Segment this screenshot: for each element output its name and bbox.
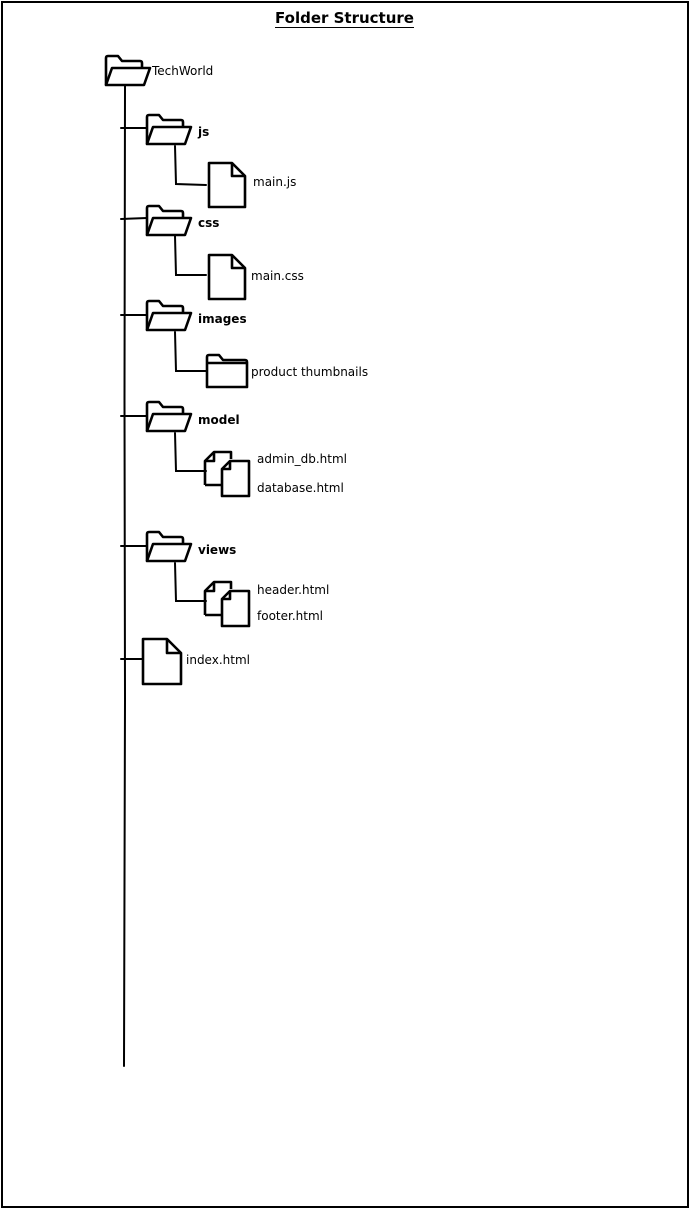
file-label-main-css: main.css [251, 269, 304, 283]
branch-main-js [174, 145, 207, 186]
files-icon [203, 450, 251, 498]
file-icon [207, 161, 247, 209]
folder-open-icon [145, 113, 193, 146]
folder-open-icon [145, 530, 193, 563]
folder-label-model: model [198, 413, 240, 427]
file-icon [141, 637, 183, 686]
branch-model-files [174, 432, 207, 472]
branch-views-files [174, 562, 207, 602]
folder-open-icon [145, 204, 193, 237]
file-label-index: index.html [186, 653, 250, 667]
page-title: Folder Structure [0, 9, 689, 28]
folder-open-icon [145, 299, 193, 332]
file-icon [207, 253, 247, 301]
folder-label-js: js [198, 125, 210, 139]
file-label-database: database.html [257, 481, 344, 495]
folder-label-views: views [198, 543, 237, 557]
branch-main-css [174, 235, 207, 276]
folder-icon [205, 353, 249, 389]
branch-css [120, 217, 148, 220]
trunk-line [123, 85, 127, 1067]
file-label-admin-db: admin_db.html [257, 452, 347, 466]
folder-label-product-thumbnails: product thumbnails [251, 365, 369, 379]
folder-label-images: images [198, 312, 247, 326]
page-title-text: Folder Structure [275, 9, 414, 28]
folder-open-icon [104, 54, 152, 87]
file-label-main-js: main.js [253, 175, 297, 189]
files-icon [203, 580, 251, 628]
file-label-header: header.html [257, 583, 330, 597]
folder-label-techworld: TechWorld [152, 64, 214, 78]
folder-open-icon [145, 400, 193, 433]
branch-product-thumbnails [174, 331, 207, 372]
folder-label-css: css [198, 216, 220, 230]
file-label-footer: footer.html [257, 609, 323, 623]
